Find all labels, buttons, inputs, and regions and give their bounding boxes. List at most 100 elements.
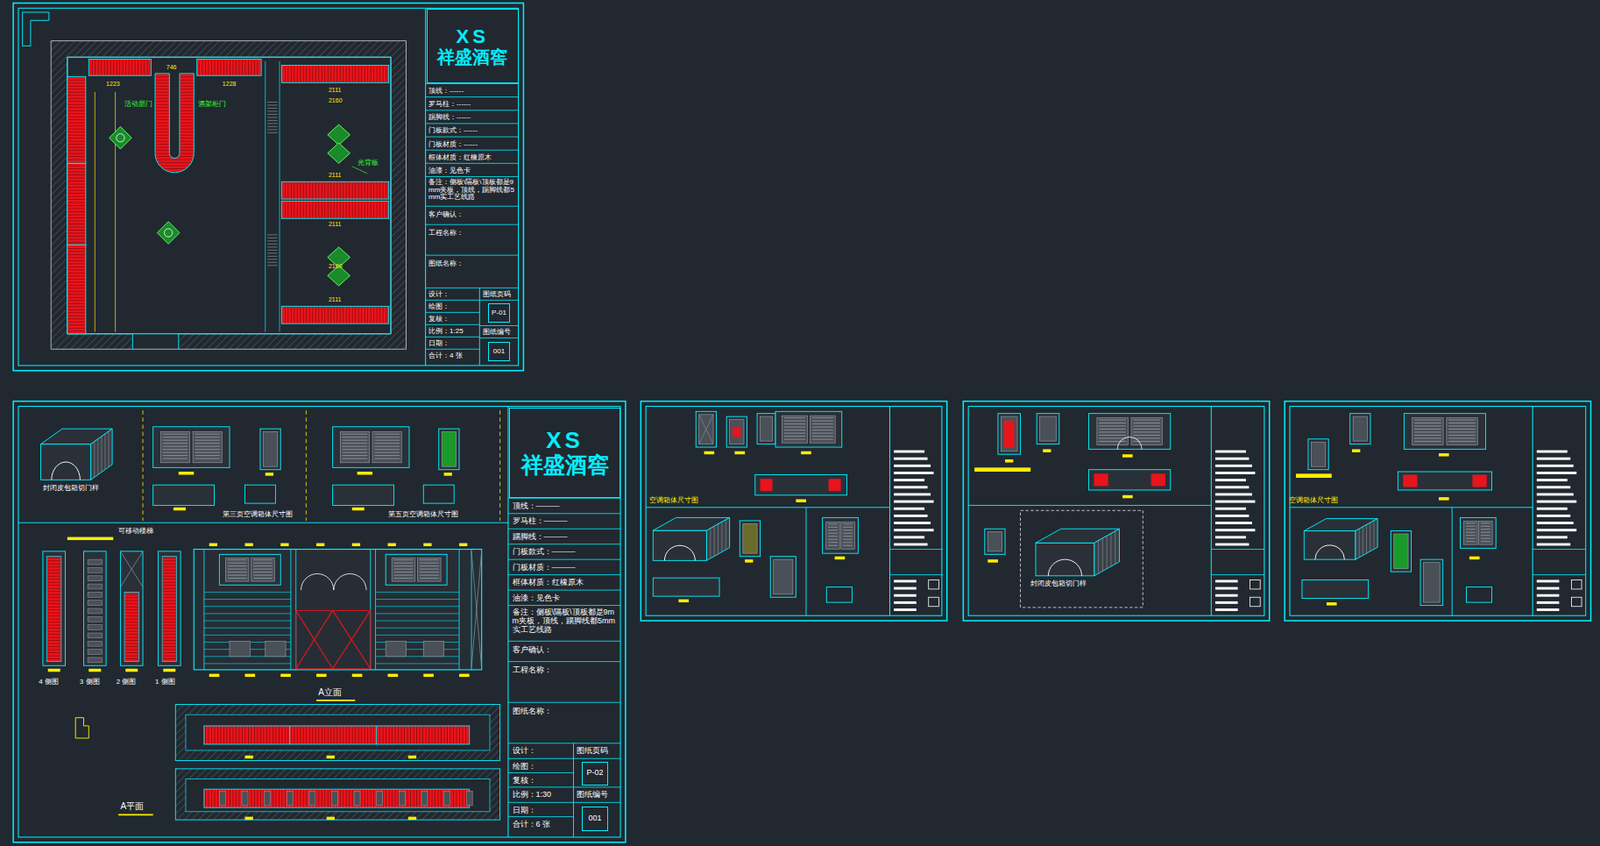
stair-tread — [267, 128, 278, 130]
door-louver — [374, 433, 400, 435]
plan-inner — [185, 714, 490, 751]
shelf — [375, 620, 460, 622]
door-louver — [812, 423, 834, 425]
annotation-text: 绘图： — [512, 761, 537, 771]
box-stripe — [1359, 528, 1360, 558]
cabinet — [1403, 413, 1486, 450]
title-text-bar — [893, 450, 925, 454]
dimension-mark — [1438, 496, 1450, 500]
title-block-row — [508, 701, 621, 703]
title-block-row — [508, 528, 621, 530]
diamond-rack — [296, 609, 371, 668]
red-insert — [1004, 420, 1015, 447]
title-block-row — [425, 162, 519, 164]
title-block-row — [508, 801, 574, 803]
title-text-bar — [1536, 535, 1568, 539]
annotation-text: 门板材质：------ — [428, 140, 478, 149]
dimension-mark — [795, 498, 807, 502]
stair-tread — [267, 132, 278, 134]
door-louver — [394, 559, 414, 560]
door-louver — [1132, 422, 1161, 424]
door-louver — [1448, 422, 1476, 424]
door-louver — [1448, 440, 1476, 442]
wine-rack — [67, 162, 86, 245]
title-block-row — [573, 801, 621, 803]
title-block-row — [425, 336, 481, 338]
box-stripe — [104, 433, 106, 470]
page-number: P-01 — [491, 309, 507, 318]
door-outline — [726, 416, 747, 447]
plan-box — [423, 484, 454, 503]
drawer — [265, 640, 286, 656]
elevation-post — [203, 549, 205, 670]
page-number: P-02 — [586, 768, 603, 778]
view-symbol — [109, 126, 133, 149]
cabinet-door — [1097, 417, 1128, 446]
diamond-rack-bar — [332, 609, 371, 668]
brace — [471, 551, 482, 668]
title-block-row — [1210, 548, 1265, 550]
door-louver — [812, 420, 834, 422]
section-symbol — [327, 142, 351, 163]
elevation-post — [290, 549, 291, 670]
door-louver — [194, 436, 220, 438]
annotation-text: 设计： — [512, 745, 537, 755]
dimension-mark — [280, 673, 291, 677]
title-text-bar — [1536, 528, 1577, 531]
dimension-mark — [1005, 459, 1013, 462]
stair-tread — [267, 246, 278, 248]
door-louver — [1414, 418, 1442, 420]
door-panel — [1040, 416, 1057, 441]
side-shelf — [87, 649, 102, 655]
side-shelf — [87, 624, 102, 631]
cabinet — [385, 553, 447, 585]
annotation-text: 比例：1:30 — [512, 789, 553, 799]
page-number-box: P-02 — [581, 761, 609, 786]
title-text-bar — [893, 514, 928, 517]
box-front — [41, 444, 92, 481]
door-louver — [784, 423, 806, 425]
title-text-bar — [1536, 594, 1560, 597]
annotation-text: 框体材质：红橡原木 — [428, 153, 492, 162]
title-header-cell: XS祥盛酒窖 — [426, 8, 519, 84]
stair-tread — [267, 122, 278, 124]
title-block-row — [508, 604, 621, 606]
page-number: 001 — [493, 347, 505, 356]
box-stripe — [1373, 520, 1374, 550]
box-stripe — [108, 431, 110, 468]
red-insert — [760, 478, 773, 491]
cabinet-door — [417, 558, 442, 582]
wine-rack — [197, 59, 262, 77]
sheet-border — [962, 401, 1269, 621]
door-jamb — [132, 333, 134, 349]
title-text-bar — [1215, 471, 1255, 475]
door-panel — [1000, 416, 1018, 452]
drawer — [385, 640, 406, 656]
title-block-row — [425, 109, 519, 111]
title-text-bar — [893, 507, 925, 510]
page-number-box: P-01 — [488, 303, 511, 323]
title-text-bar — [893, 535, 925, 539]
title-block-row — [889, 573, 943, 575]
title-text-bar — [1536, 514, 1571, 517]
annotation-text: 门板款式：——— — [512, 546, 576, 556]
sheet-border — [640, 401, 947, 621]
stair-tread — [267, 120, 278, 121]
page-number-box: 001 — [581, 806, 609, 831]
door-louver — [784, 417, 806, 418]
door-outline — [984, 528, 1006, 554]
door-louver — [812, 432, 834, 434]
cabinet-door — [372, 431, 402, 462]
box-stripe — [1369, 522, 1371, 552]
title-block-row — [425, 224, 519, 226]
dimension-mark — [209, 673, 220, 677]
dimension-mark — [352, 543, 361, 546]
box-arch — [664, 545, 695, 560]
door-louver — [227, 574, 248, 576]
title-underline — [118, 813, 154, 815]
side-shelf — [87, 591, 102, 597]
dimension-text: 空调箱体尺寸图 — [649, 495, 699, 504]
dimension-mark — [704, 451, 716, 454]
annotation-text: 合计：4 张 — [428, 351, 463, 360]
door-louver — [812, 429, 834, 431]
